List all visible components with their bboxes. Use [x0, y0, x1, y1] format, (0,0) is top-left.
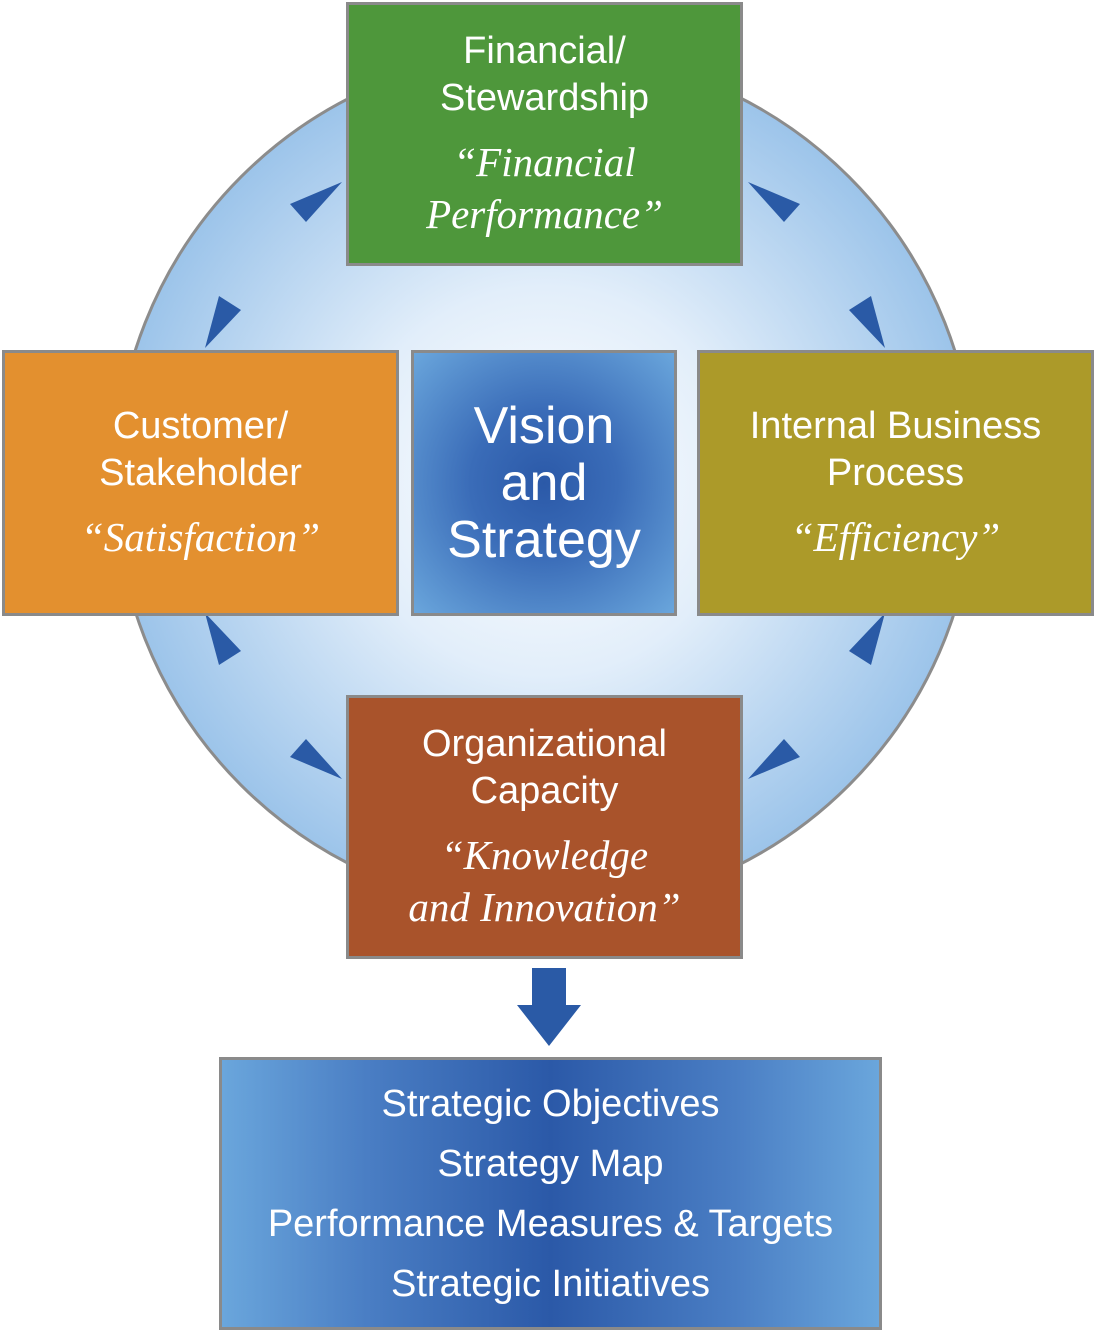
box-title: Financial/: [463, 30, 626, 72]
arrowhead: [290, 182, 342, 222]
customer-stakeholder-box: Customer/ Stakeholder “Satisfaction”: [2, 350, 399, 616]
box-subtitle-line: and Innovation”: [408, 884, 681, 930]
strategic-outputs-box: Strategic Objectives Strategy Map Perfor…: [219, 1057, 882, 1330]
box-subtitle: “Financial Performance”: [426, 136, 663, 240]
box-subtitle-line: Performance”: [426, 191, 663, 237]
arrowhead: [748, 182, 800, 222]
double-arrow-internal-organizational: [748, 613, 885, 779]
arrowhead: [205, 613, 241, 665]
double-arrow-financial-internal: [748, 182, 885, 348]
arrowhead: [205, 296, 241, 348]
vision-title: and: [500, 453, 588, 512]
vision-title: Strategy: [447, 510, 641, 569]
internal-business-process-box: Internal Business Process “Efficiency”: [697, 350, 1094, 616]
strategic-item: Performance Measures & Targets: [267, 1202, 834, 1245]
strategic-item: Strategic Initiatives: [391, 1262, 710, 1305]
box-title: Process: [826, 452, 965, 494]
arrowhead: [849, 296, 885, 348]
box-subtitle: “Satisfaction”: [80, 514, 321, 560]
box-subtitle: “Knowledge and Innovation”: [408, 829, 680, 933]
box-subtitle-line: “Knowledge: [440, 832, 649, 878]
arrowhead: [290, 739, 342, 779]
box-title: Stewardship: [439, 77, 650, 119]
arrowhead: [748, 739, 800, 779]
double-arrow-financial-customer: [205, 182, 342, 348]
box-title: Stakeholder: [99, 452, 302, 494]
box-title: Organizational: [421, 723, 668, 765]
box-title: Capacity: [470, 770, 619, 812]
strategic-item: Strategic Objectives: [381, 1082, 720, 1125]
strategic-item: Strategy Map: [437, 1142, 664, 1185]
box-subtitle-line: “Financial: [453, 139, 636, 185]
double-arrow-customer-organizational: [205, 613, 342, 779]
vision-strategy-box: Vision and Strategy: [411, 350, 677, 616]
vision-title: Vision: [473, 396, 615, 455]
arrowhead: [849, 613, 885, 665]
box-title: Customer/: [112, 405, 289, 447]
down-arrow: [517, 968, 581, 1046]
box-subtitle: “Efficiency”: [790, 514, 1001, 560]
box-title: Internal Business: [749, 405, 1042, 447]
organizational-capacity-box: Organizational Capacity “Knowledge and I…: [346, 695, 743, 959]
financial-stewardship-box: Financial/ Stewardship “Financial Perfor…: [346, 2, 743, 266]
